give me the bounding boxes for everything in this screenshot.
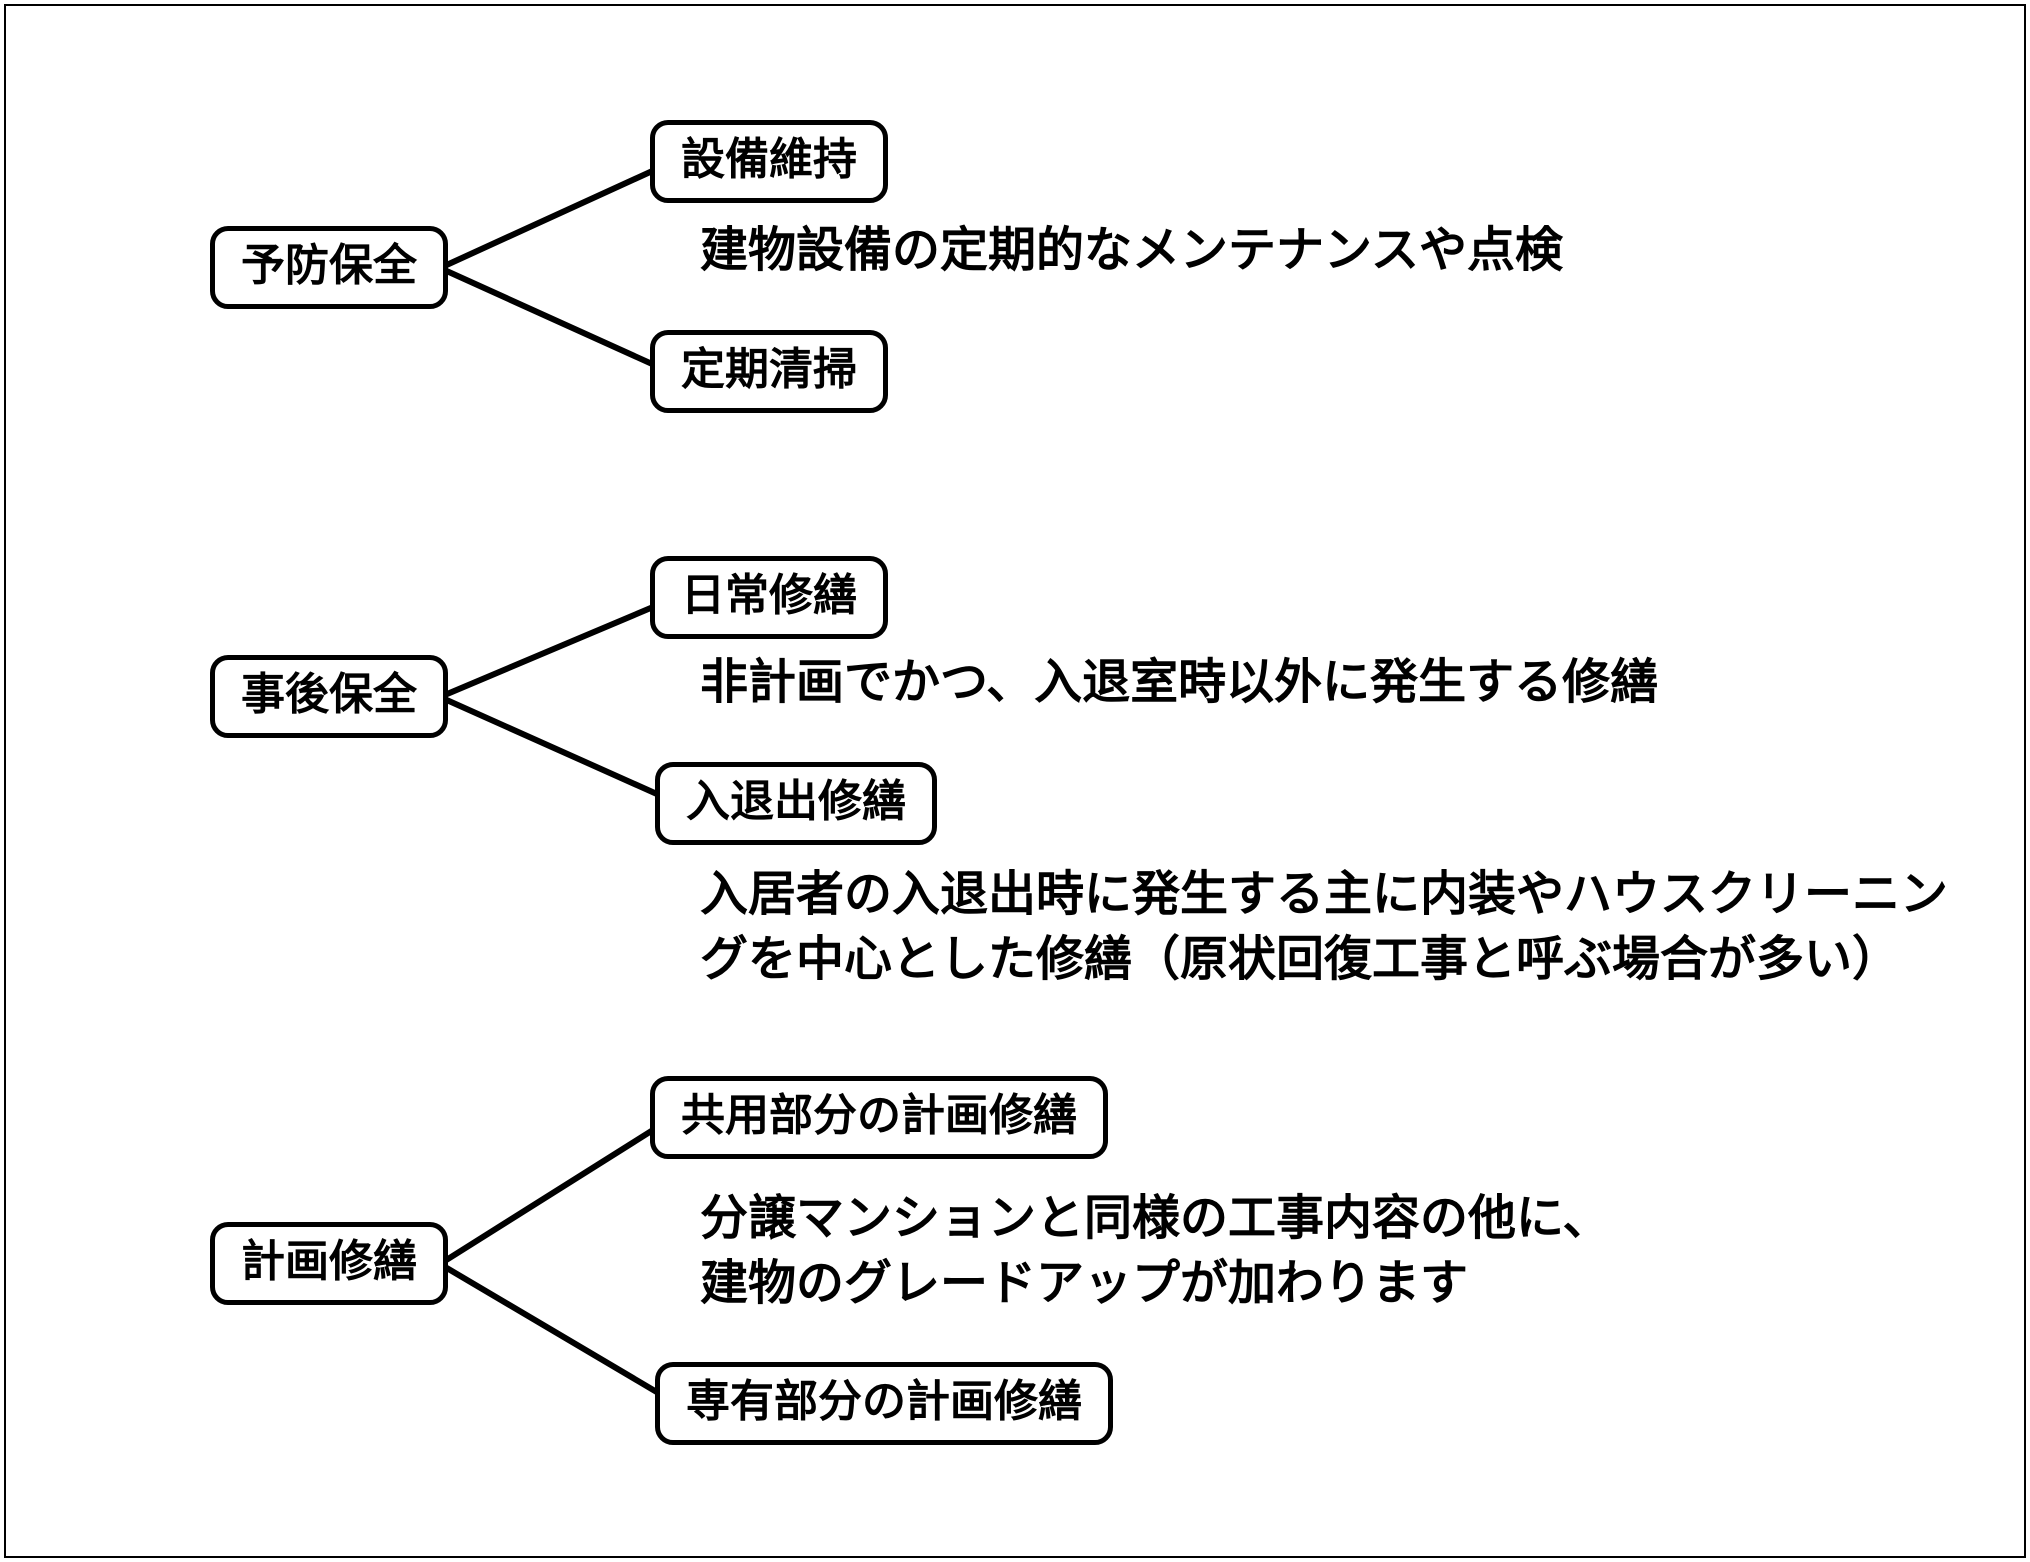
- node-private-area-planned-repairs: 専有部分の計画修繕: [655, 1362, 1113, 1445]
- node-preventive-maintenance: 予防保全: [210, 226, 448, 309]
- note-line: 入居者の入退出時に発生する主に内装やハウスクリーニン: [700, 868, 1949, 921]
- node-move-in-out-repairs: 入退出修繕: [655, 762, 937, 845]
- note-line: 非計画でかつ、入退室時以外に発生する修繕: [700, 656, 1659, 709]
- connector-line: [437, 159, 675, 271]
- note-daily-repairs: 非計画でかつ、入退室時以外に発生する修繕: [700, 650, 1658, 715]
- note-common-area-planned-repairs: 分譲マンションと同様の工事内容の他に、 建物のグレードアップが加わります: [700, 1186, 1611, 1317]
- node-planned-repairs: 計画修繕: [210, 1222, 448, 1305]
- node-daily-repairs: 日常修繕: [650, 556, 888, 639]
- connector-line: [437, 265, 675, 376]
- node-equipment-upkeep: 設備維持: [650, 120, 888, 203]
- node-common-area-planned-repairs: 共用部分の計画修繕: [650, 1076, 1108, 1159]
- note-line: 建物設備の定期的なメンテナンスや点検: [700, 224, 1564, 277]
- note-line: 分譲マンションと同様の工事内容の他に、: [700, 1192, 1611, 1245]
- note-equipment-upkeep: 建物設備の定期的なメンテナンスや点検: [700, 218, 1563, 283]
- connector-line: [437, 596, 675, 700]
- note-line: 建物のグレードアップが加わります: [700, 1257, 1469, 1311]
- note-line: グを中心とした修繕（原状回復工事と呼ぶ場合が多い）: [700, 933, 1901, 987]
- note-move-in-out-repairs: 入居者の入退出時に発生する主に内装やハウスクリーニン グを中心とした修繕（原状回…: [700, 862, 1948, 993]
- node-corrective-maintenance: 事後保全: [210, 655, 448, 738]
- connector-line: [437, 1261, 680, 1407]
- node-periodic-cleaning: 定期清掃: [650, 330, 888, 413]
- connector-line: [437, 1115, 675, 1267]
- connector-line: [437, 694, 680, 806]
